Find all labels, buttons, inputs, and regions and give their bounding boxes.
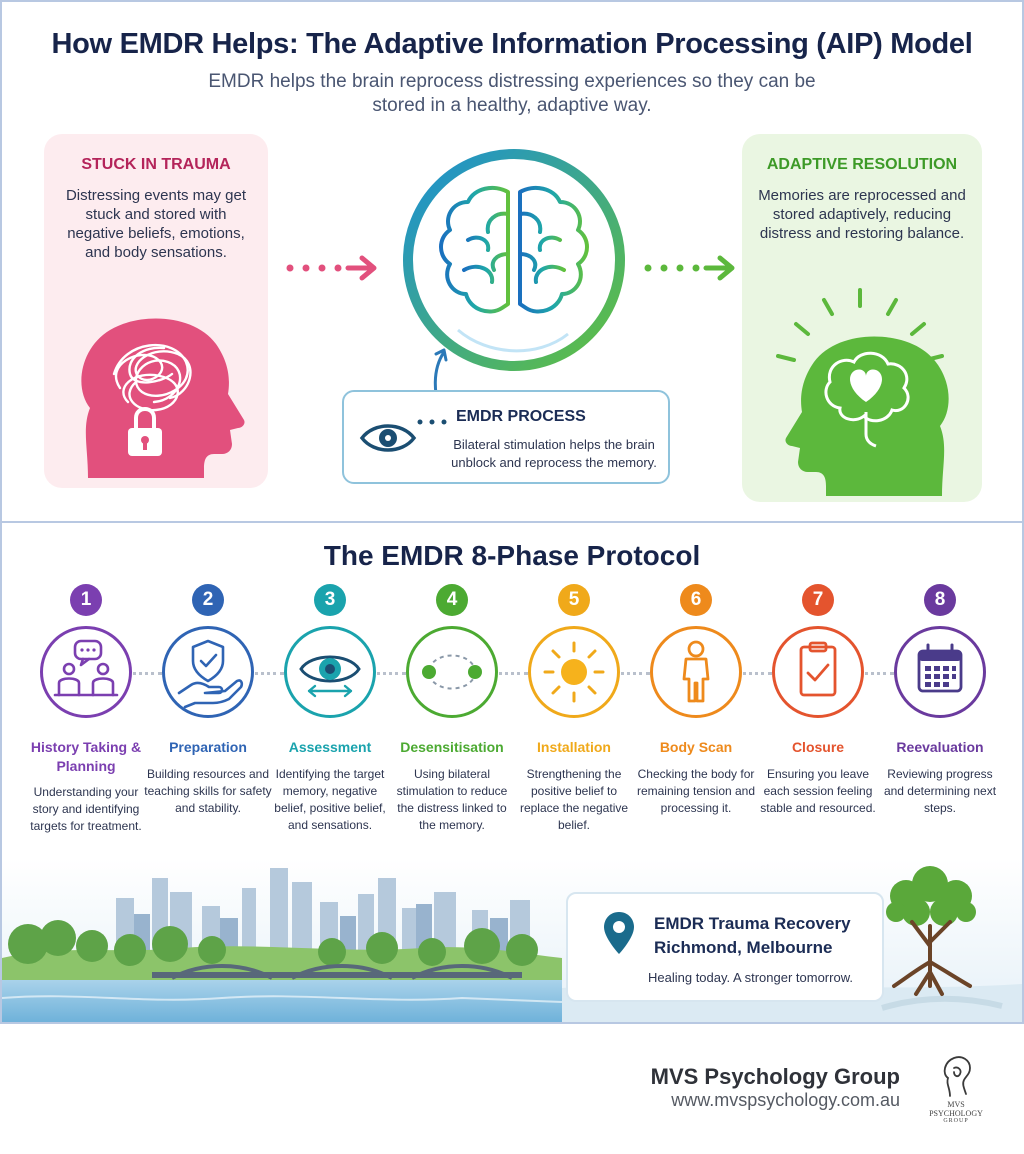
phase-number: 8 [924,584,956,616]
phase-title: Body Scan [659,739,733,755]
arrow-to-process-icon [286,255,377,281]
tree-icon [886,866,976,996]
arrow-up-icon [433,348,448,396]
location-tagline: Healing today. A stronger tomorrow. [648,970,853,985]
phase-number: 3 [314,584,346,616]
padlock-icon [128,407,162,456]
phase-number: 4 [436,584,468,616]
logo-line3: GROUP [943,1118,969,1124]
phase-6: 6 Body Scan Checking the body for remain… [636,584,756,854]
shield-hand-icon [162,626,254,718]
eye-icon [359,419,447,452]
calendar-icon [894,626,986,718]
connector-dots [736,672,772,676]
phase-title: Assessment [288,739,372,755]
brand-url[interactable]: www.mvspsychology.com.au [671,1090,900,1110]
location-title: EMDR Trauma Recovery Richmond, Melbourne [654,912,851,960]
phase-5: 5 Installation Strengthening the positiv… [514,584,634,854]
location-title-line2: Richmond, Melbourne [654,938,833,957]
stuck-in-trauma-text: Distressing events may get stuck and sto… [65,187,247,261]
phase-description: Reviewing progress and determining next … [883,767,997,815]
heart-head-icon [776,288,949,496]
mvs-logo: MVS PSYCHOLOGY GROUP [926,1054,986,1128]
infographic-frame [0,0,1024,1024]
phase-description: Using bilateral stimulation to reduce th… [396,767,508,832]
melbourne-skyline-illustration [2,858,1022,1022]
location-card: EMDR Trauma Recovery Richmond, Melbourne… [566,892,884,1002]
face-profile-icon [943,1056,971,1097]
logo-line2: PSYCHOLOGY [929,1109,983,1118]
arrow-to-resolution-icon [644,255,735,281]
phase-number: 1 [70,584,102,616]
section-divider [0,521,1024,523]
phase-description: Checking the body for remaining tension … [636,767,756,815]
phase-2: 2 Preparation Building resources and tea… [144,584,272,854]
adaptive-resolution-text: Memories are reprocessed and stored adap… [758,187,966,242]
clipboard-check-icon [772,626,864,718]
phase-description: Building resources and teaching skills f… [144,767,272,815]
adaptive-resolution-title: ADAPTIVE RESOLUTION [766,156,958,173]
phase-description: Ensuring you leave each session feeling … [760,767,876,815]
connector-dots [370,672,406,676]
phase-title: Preparation [169,739,247,755]
phase-1: 1 History Taking & Planning Understandin… [26,584,146,854]
page-subtitle: EMDR helps the brain reprocess distressi… [208,71,816,116]
logo-line1: MVS [947,1100,965,1109]
phase-title: Installation [537,739,611,755]
phase-3: 3 Assessment Identifying the target memo… [270,584,390,854]
eye-arrows-icon [284,626,376,718]
phase-number: 6 [680,584,712,616]
phase-4: 4 Desensitisation Using bilateral stimul… [392,584,512,854]
emdr-process-text: Bilateral stimulation helps the brain un… [451,437,657,470]
stuck-in-trauma-title: STUCK IN TRAUMA [81,156,231,173]
brand-name: MVS Psychology Group [650,1064,900,1089]
phase-8: 8 Reevaluation Reviewing progress and de… [880,584,1000,854]
brain-icon [398,144,630,376]
phase-description: Understanding your story and identifying… [30,785,142,833]
connector-dots [858,672,894,676]
phase-title: Desensitisation [400,739,504,755]
page-title: How EMDR Helps: The Adaptive Information… [51,28,973,60]
phase-number: 7 [802,584,834,616]
stuck-in-trauma-card: STUCK IN TRAUMA Distressing events may g… [44,134,268,488]
connector-dots [614,672,650,676]
connector-dots [492,672,528,676]
phase-number: 2 [192,584,224,616]
body-icon [650,626,742,718]
phase-title: Closure [791,739,845,755]
tangled-head-icon [81,318,245,478]
phase-title: Reevaluation [896,739,984,755]
conversation-icon [40,626,132,718]
emdr-process-box: EMDR PROCESS Bilateral stimulation helps… [342,390,670,484]
emdr-process-title: EMDR PROCESS [456,408,586,425]
adaptive-resolution-card: ADAPTIVE RESOLUTION Memories are reproce… [742,134,982,502]
phase-description: Identifying the target memory, negative … [274,767,386,832]
phase-7: 7 Closure Ensuring you leave each sessio… [758,584,878,854]
phase-title: History Taking & Planning [30,739,142,774]
phase-description: Strengthening the positive belief to rep… [519,767,629,832]
protocol-title: The EMDR 8-Phase Protocol [323,540,701,571]
connector-dots [248,672,284,676]
connector-dots [126,672,162,676]
sun-icon [528,626,620,718]
bilateral-dots-icon [406,626,498,718]
location-title-line1: EMDR Trauma Recovery [654,914,851,933]
map-pin-icon [604,912,634,954]
phase-number: 5 [558,584,590,616]
